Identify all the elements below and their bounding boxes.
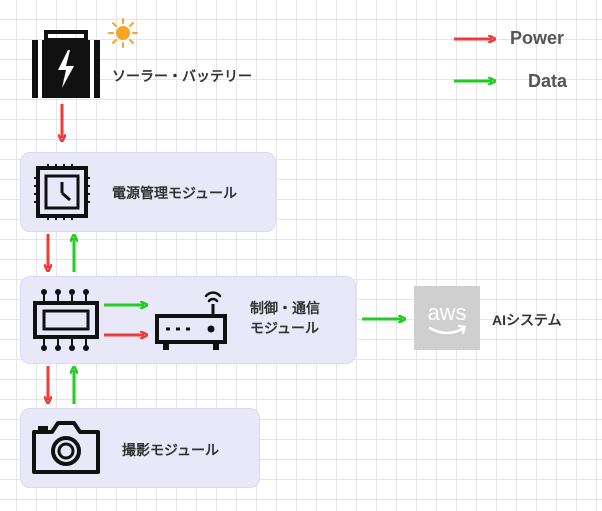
legend-power-arrow <box>454 30 498 48</box>
arrow-power-to-control <box>38 234 58 274</box>
control-module-panel <box>20 276 356 364</box>
ai-system-label: AIシステム <box>492 312 562 328</box>
arrow-control-to-ai <box>362 310 408 328</box>
aws-logo: aws <box>414 286 480 350</box>
battery-label: ソーラー・バッテリー <box>112 68 252 84</box>
camera-icon <box>32 421 100 474</box>
legend-data-label: Data <box>528 71 568 91</box>
arrow-chip-to-router-data <box>104 296 150 314</box>
router-icon <box>155 291 227 350</box>
arrow-control-to-power <box>64 234 84 272</box>
aws-logo-text: aws <box>427 300 466 325</box>
chip-icon <box>33 289 99 351</box>
sun-icon <box>108 18 138 48</box>
camera-module-label: 撮影モジュール <box>122 442 220 458</box>
legend-power-label: Power <box>510 28 565 48</box>
arrow-camera-to-control <box>64 366 84 404</box>
arrow-battery-to-power <box>52 104 72 144</box>
legend-data-arrow <box>454 72 498 90</box>
solar-battery-icon <box>32 30 100 98</box>
arrow-control-to-camera <box>38 366 58 406</box>
control-module-label-line2: モジュール <box>250 320 320 336</box>
control-module-label-line1: 制御・通信 <box>250 300 320 316</box>
arrow-chip-to-router-power <box>104 326 150 344</box>
power-module-label: 電源管理モジュール <box>112 185 238 201</box>
clock-chip-icon <box>34 164 90 220</box>
